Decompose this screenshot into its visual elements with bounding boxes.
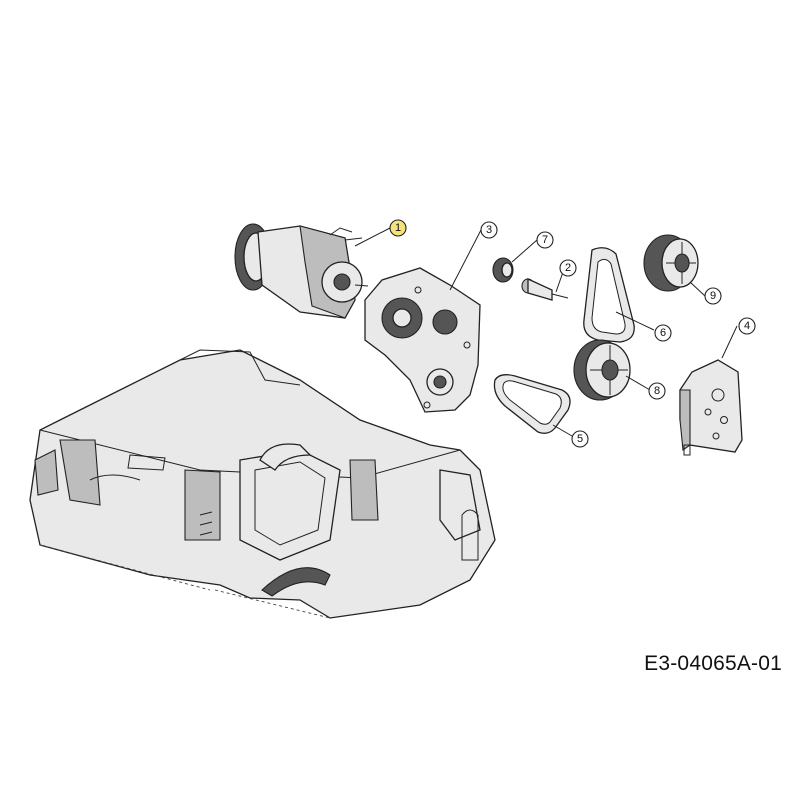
svg-text:1: 1 bbox=[395, 222, 401, 234]
gear-housing bbox=[364, 267, 481, 413]
callout-7: 7 bbox=[536, 231, 554, 249]
callout-4: 4 bbox=[738, 317, 756, 335]
mower-deck bbox=[29, 349, 496, 619]
leader-lines bbox=[354, 227, 738, 437]
callout-8: 8 bbox=[648, 382, 666, 400]
svg-text:8: 8 bbox=[654, 385, 660, 397]
svg-text:6: 6 bbox=[660, 327, 666, 339]
svg-text:7: 7 bbox=[542, 234, 548, 246]
callout-9: 9 bbox=[704, 287, 722, 305]
callout-6: 6 bbox=[654, 324, 672, 342]
svg-text:2: 2 bbox=[565, 262, 571, 274]
drawing-code: E3-04065A-01 bbox=[644, 652, 782, 675]
callout-3: 3 bbox=[480, 221, 498, 239]
callout-2: 2 bbox=[559, 259, 577, 277]
pulley-wheel bbox=[643, 234, 699, 292]
svg-text:3: 3 bbox=[486, 224, 492, 236]
callout-1: 1 bbox=[389, 219, 407, 237]
belt-large bbox=[583, 247, 635, 343]
bracket-plate bbox=[679, 359, 743, 456]
pinion-gear bbox=[492, 257, 514, 283]
callout-5: 5 bbox=[571, 430, 589, 448]
shaft bbox=[521, 277, 569, 301]
svg-text:4: 4 bbox=[744, 320, 750, 332]
svg-text:9: 9 bbox=[710, 290, 716, 302]
gear-wheel bbox=[573, 339, 631, 401]
motor bbox=[234, 223, 369, 319]
svg-text:5: 5 bbox=[577, 433, 583, 445]
belt-small bbox=[493, 374, 571, 434]
